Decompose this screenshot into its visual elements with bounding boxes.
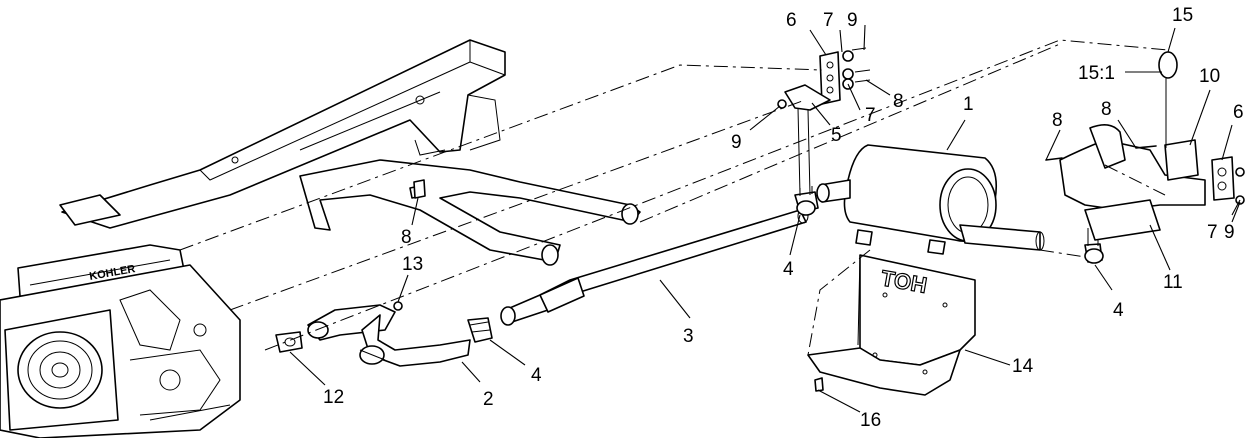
callout-4-right: 4 xyxy=(1113,300,1124,321)
callout-7-top: 7 xyxy=(823,10,834,31)
callout-9-right: 9 xyxy=(1224,222,1235,243)
callout-7-mid: 7 xyxy=(865,105,876,126)
callout-3: 3 xyxy=(683,326,694,347)
callout-2: 2 xyxy=(483,389,494,410)
clamp-center xyxy=(794,186,819,216)
bolt-8-frame xyxy=(413,179,426,199)
engine: KOHLER xyxy=(0,244,241,438)
callout-4-left: 4 xyxy=(531,365,542,386)
nut-13 xyxy=(393,301,403,311)
callout-14: 14 xyxy=(1012,356,1034,377)
callout-8-frame: 8 xyxy=(401,227,412,248)
screw-16 xyxy=(814,377,824,392)
frame-cross-member xyxy=(299,139,641,266)
heat-shield: TOH xyxy=(807,254,976,396)
gasket xyxy=(275,331,303,353)
callout-labels: 1 2 3 4 4 4 5 6 6 7 7 7 8 8 8 8 9 9 9 10… xyxy=(323,5,1244,431)
tail-pipe xyxy=(500,208,809,326)
leader-lines xyxy=(289,24,1241,413)
callout-12: 12 xyxy=(323,387,344,408)
clamp-left xyxy=(467,317,493,343)
callout-8-upper: 8 xyxy=(893,91,904,112)
hanger-15 xyxy=(1158,51,1178,148)
callout-4-center: 4 xyxy=(783,259,794,280)
callout-15-1: 15:1 xyxy=(1078,63,1115,84)
callout-13: 13 xyxy=(402,254,423,275)
callout-15: 15 xyxy=(1172,5,1193,26)
callout-16: 16 xyxy=(860,410,881,431)
upper-bracket xyxy=(777,47,871,196)
callout-8-right-b: 8 xyxy=(1052,110,1063,131)
callout-9-top: 9 xyxy=(847,10,858,31)
callout-7-right: 7 xyxy=(1207,222,1218,243)
callout-5: 5 xyxy=(831,125,842,146)
callout-1: 1 xyxy=(963,94,974,115)
callout-10: 10 xyxy=(1199,66,1220,87)
assembly-lines xyxy=(179,39,1169,356)
frame-rail xyxy=(59,39,506,229)
callout-6-right: 6 xyxy=(1233,102,1244,123)
callout-9-left: 9 xyxy=(731,132,742,153)
muffler xyxy=(816,144,1045,255)
callout-6-upper: 6 xyxy=(786,10,797,31)
callout-11: 11 xyxy=(1163,272,1183,293)
callout-8-right-a: 8 xyxy=(1101,99,1112,120)
manifold-pipe xyxy=(307,304,471,367)
right-bracket xyxy=(1045,124,1245,241)
